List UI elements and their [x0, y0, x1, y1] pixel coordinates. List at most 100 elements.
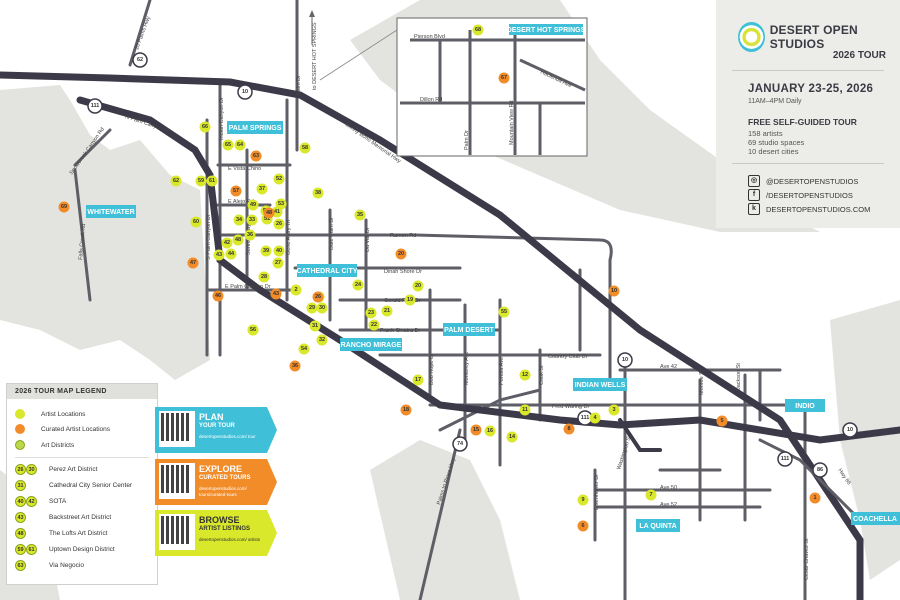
street-label: Monterey Ave [464, 351, 470, 385]
studio-marker[interactable] [316, 334, 328, 346]
artist-marker-icon [15, 409, 25, 419]
studio-marker[interactable] [190, 216, 202, 228]
arrow-icon [267, 407, 277, 453]
logo-circles-icon [738, 22, 765, 52]
social-label: @DESERTOPENSTUDIOS [766, 176, 859, 186]
studio-marker[interactable] [312, 187, 324, 199]
studio-marker[interactable] [250, 150, 262, 162]
studio-marker[interactable] [170, 175, 182, 187]
studio-marker[interactable] [273, 173, 285, 185]
studio-marker[interactable] [187, 257, 199, 269]
studio-marker[interactable] [412, 280, 424, 292]
studio-marker[interactable] [247, 199, 259, 211]
studio-marker[interactable] [506, 431, 518, 443]
district-badges: 48 [15, 528, 41, 539]
studio-marker[interactable] [206, 175, 218, 187]
studio-marker[interactable] [234, 139, 246, 151]
studio-marker[interactable] [608, 404, 620, 416]
studio-marker[interactable] [412, 374, 424, 386]
street-label: Palm Dr [296, 75, 302, 95]
studio-number: 20 [398, 251, 404, 257]
studio-marker[interactable] [306, 302, 318, 314]
studio-marker[interactable] [299, 142, 311, 154]
studio-marker[interactable] [716, 415, 728, 427]
district-label: Perez Art District [49, 466, 98, 473]
explore-tours-card[interactable]: EXPLORE CURATED TOURS desertopenstudios.… [155, 459, 277, 505]
social-facebook[interactable]: f /DESERTOPENSTUDIOS [748, 189, 853, 201]
studio-marker[interactable] [608, 285, 620, 297]
studio-marker[interactable] [352, 279, 364, 291]
studio-marker[interactable] [222, 139, 234, 151]
studio-marker[interactable] [230, 185, 242, 197]
studio-marker[interactable] [260, 245, 272, 257]
studio-marker[interactable] [589, 412, 601, 424]
street-label: Frank Sinatra Dr [380, 328, 421, 334]
studio-marker[interactable] [365, 307, 377, 319]
street-label: Indian Canyon Dr [219, 97, 225, 140]
studio-marker[interactable] [256, 183, 268, 195]
studio-marker[interactable] [225, 248, 237, 260]
studio-marker[interactable] [263, 207, 275, 219]
browse-artists-card[interactable]: BROWSE ARTIST LISTINGS desertopenstudios… [155, 510, 277, 556]
social-instagram[interactable]: ◎ @DESERTOPENSTUDIOS [748, 175, 858, 187]
studio-marker[interactable] [273, 218, 285, 230]
street-label: Jackson St [736, 363, 742, 390]
plan-tour-card[interactable]: PLAN YOUR TOUR desertopenstudios.com/ to… [155, 407, 277, 453]
shield-number: 111 [91, 103, 100, 109]
city-label: PALM SPRINGS [229, 125, 282, 132]
social-website[interactable]: k DESERTOPENSTUDIOS.COM [748, 203, 870, 215]
studio-marker[interactable] [289, 360, 301, 372]
studio-marker[interactable] [58, 201, 70, 213]
studio-marker[interactable] [290, 284, 302, 296]
studio-marker[interactable] [273, 245, 285, 257]
street-label: Portola Ave [499, 357, 505, 385]
studio-marker[interactable] [309, 320, 321, 332]
street-label: to DESERT HOT SPRINGS [312, 22, 318, 90]
studio-marker[interactable] [472, 24, 484, 36]
studio-marker[interactable] [316, 302, 328, 314]
studio-marker[interactable] [368, 319, 380, 331]
studio-marker[interactable] [498, 306, 510, 318]
studio-marker[interactable] [272, 257, 284, 269]
studio-marker[interactable] [395, 248, 407, 260]
street-label: Gerald Ford Dr [384, 298, 421, 304]
shield-number: 86 [817, 467, 823, 473]
studio-marker[interactable] [233, 214, 245, 226]
studio-marker[interactable] [246, 214, 258, 226]
studio-marker[interactable] [498, 72, 510, 84]
studio-marker[interactable] [404, 294, 416, 306]
studio-marker[interactable] [212, 290, 224, 302]
studio-marker[interactable] [221, 237, 233, 249]
studio-marker[interactable] [232, 234, 244, 246]
studio-marker[interactable] [258, 271, 270, 283]
studio-marker[interactable] [519, 404, 531, 416]
studio-marker[interactable] [563, 423, 575, 435]
legend-art-districts: Art Districts [15, 440, 74, 450]
studio-marker[interactable] [195, 175, 207, 187]
studio-number: 48 [235, 237, 241, 243]
studio-marker[interactable] [484, 425, 496, 437]
studio-marker[interactable] [270, 288, 282, 300]
studio-marker[interactable] [275, 198, 287, 210]
studio-marker[interactable] [213, 249, 225, 261]
street-label: Pierson Blvd [414, 34, 445, 40]
studio-marker[interactable] [400, 404, 412, 416]
studio-marker[interactable] [470, 424, 482, 436]
studio-marker[interactable] [354, 209, 366, 221]
street-label: Palm Dr [464, 130, 470, 150]
studio-marker[interactable] [199, 121, 211, 133]
studio-marker[interactable] [298, 343, 310, 355]
studio-marker[interactable] [519, 369, 531, 381]
studio-marker[interactable] [577, 520, 589, 532]
studio-marker[interactable] [809, 492, 821, 504]
street-label: Mountain View Rd [509, 100, 515, 145]
studio-marker[interactable] [381, 305, 393, 317]
studio-marker[interactable] [645, 489, 657, 501]
studio-number: 22 [371, 322, 377, 328]
city-label: RANCHO MIRAGE [341, 342, 402, 349]
studio-marker[interactable] [312, 291, 324, 303]
studio-number: 36 [247, 232, 253, 238]
studio-marker[interactable] [244, 229, 256, 241]
studio-marker[interactable] [577, 494, 589, 506]
studio-marker[interactable] [247, 324, 259, 336]
